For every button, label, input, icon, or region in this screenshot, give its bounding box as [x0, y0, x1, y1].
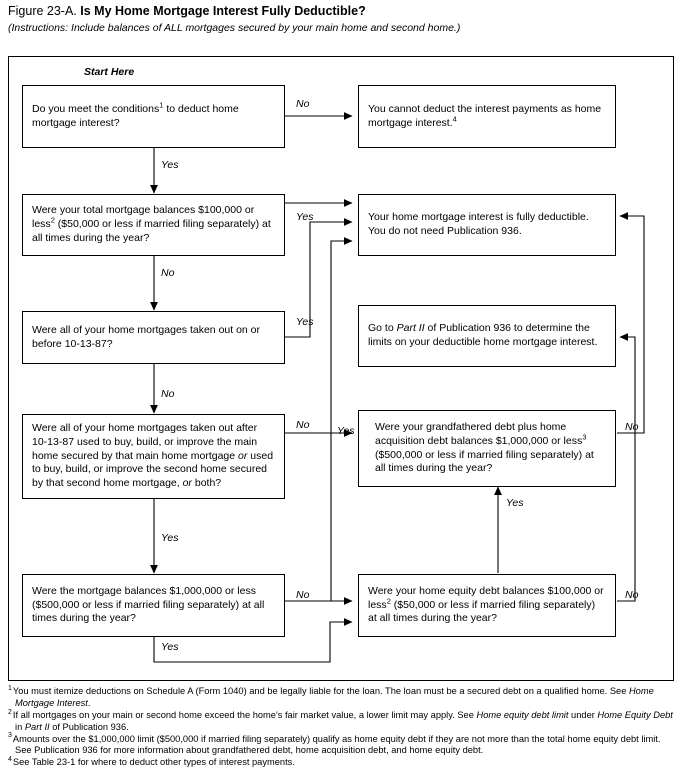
figure-title: Is My Home Mortgage Interest Fully Deduc…	[80, 4, 366, 18]
q4-italic-a: or	[238, 449, 248, 462]
footnote-3: 3Amounts over the $1,000,000 limit ($500…	[8, 732, 676, 758]
footnote-2-italic-c: Part II	[24, 721, 50, 732]
node-go-to-part-ii-result[interactable]: Go to Part II of Publication 936 to dete…	[358, 305, 616, 367]
edge-label-q7-no: No	[625, 589, 639, 601]
edge-label-q3-no: No	[161, 388, 175, 400]
r2-text: Your home mortgage interest is fully ded…	[368, 211, 589, 237]
r3-italic: Part II	[396, 322, 425, 335]
q5-footnote-ref: 3	[582, 432, 587, 442]
footnote-1: 1You must itemize deductions on Schedule…	[8, 684, 676, 710]
footnote-1-italic-a: Home Mortgage Interest	[15, 686, 654, 708]
page-title: Figure 23-A. Is My Home Mortgage Interes…	[8, 4, 674, 18]
edge-label-q1-no: No	[296, 98, 310, 110]
footnote-4-marker: 4	[8, 756, 12, 764]
node-mortgage-balances-question[interactable]: Were the mortgage balances $1,000,000 or…	[22, 574, 285, 637]
q1-text-part2: to deduct home mortgage interest?	[32, 102, 239, 129]
node-buy-build-improve-question[interactable]: Were all of your home mortgages taken ou…	[22, 414, 285, 499]
edge-label-q2-yes: Yes	[296, 211, 314, 223]
edge-label-q5-yes: Yes	[337, 425, 355, 437]
q5-text-part2: ($500,000 or less if married filing sepa…	[375, 448, 594, 475]
edge-label-q5-no: No	[625, 421, 639, 433]
node-grandfathered-acquisition-question[interactable]: Were your grandfathered debt plus home a…	[358, 410, 616, 487]
q7-text-part1: Were your home equity debt balances $100…	[368, 584, 604, 611]
edge-label-q3-yes: Yes	[296, 316, 314, 328]
footnote-2-italic-a: Home equity debt limit	[476, 709, 569, 720]
r3-text-part1: Go to	[368, 322, 397, 335]
r3-text-part2: of Publication 936 to determine the limi…	[368, 322, 598, 348]
edge-label-q7-yes: Yes	[506, 497, 524, 509]
node-fully-deductible-result[interactable]: Your home mortgage interest is fully ded…	[358, 194, 616, 256]
q4-text-c: both?	[191, 477, 222, 490]
q1-footnote-ref: 1	[159, 100, 164, 110]
q4-text-b: used to buy, build, or improve the secon…	[32, 449, 274, 490]
footnote-3-marker: 3	[8, 732, 12, 740]
q6-text: Were the mortgage balances $1,000,000 or…	[32, 584, 265, 625]
r1-text-part1: You cannot deduct the interest payments …	[368, 102, 602, 129]
footnote-2-text-b: under	[568, 709, 598, 720]
edge-label-q4-yes: Yes	[161, 532, 179, 544]
footnote-2-marker: 2	[8, 708, 12, 716]
footnote-4-text-a: See Table 23-1 for where to deduct other…	[12, 757, 295, 768]
footnote-1-text-b: .	[87, 697, 91, 708]
footnote-3-text-a: Amounts over the $1,000,000 limit ($500,…	[12, 733, 661, 756]
q4-text-a: Were all of your home mortgages taken ou…	[32, 421, 258, 462]
edge-label-q4-no: No	[296, 419, 310, 431]
footnote-1-text-a: You must itemize deductions on Schedule …	[12, 686, 629, 696]
edge-label-q6-no: No	[296, 589, 310, 601]
q5-text-part1: Were your grandfathered debt plus home a…	[375, 420, 583, 447]
footnote-2: 2If all mortgages on your main or second…	[8, 708, 676, 734]
node-home-equity-balances-question[interactable]: Were your home equity debt balances $100…	[358, 574, 616, 637]
q2-text-part2: ($50,000 or less if married filing separ…	[32, 218, 271, 244]
footnote-2-italic-b: Home Equity Debt	[597, 709, 673, 720]
node-cannot-deduct-result[interactable]: You cannot deduct the interest payments …	[358, 85, 616, 148]
footnote-2-text-a: If all mortgages on your main or second …	[12, 709, 477, 720]
q7-footnote-ref: 2	[386, 596, 391, 606]
edge-label-q1-yes: Yes	[161, 159, 179, 171]
r1-footnote-ref: 4	[452, 114, 457, 123]
node-before-1987-question[interactable]: Were all of your home mortgages taken ou…	[22, 311, 285, 364]
footnote-2-text-d: of Publication 936.	[49, 721, 129, 732]
footnote-2-text-c: in	[15, 721, 25, 732]
q2-text-part1: Were your total mortgage balances $100,0…	[32, 204, 255, 231]
node-total-balances-question[interactable]: Were your total mortgage balances $100,0…	[22, 194, 285, 256]
q2-footnote-ref: 2	[50, 215, 55, 225]
q1-text-part1: Do you meet the conditions	[32, 102, 160, 115]
footnote-1-marker: 1	[8, 684, 12, 692]
start-here-label: Start Here	[84, 66, 135, 78]
footnotes-section: 1You must itemize deductions on Schedule…	[8, 684, 676, 769]
edge-label-q6-yes: Yes	[161, 641, 179, 653]
footnote-4: 4See Table 23-1 for where to deduct othe…	[8, 756, 676, 769]
q3-text: Were all of your home mortgages taken ou…	[32, 323, 261, 350]
q7-text-part2: ($50,000 or less if married filing separ…	[368, 598, 596, 625]
q4-italic-b: or	[182, 477, 192, 490]
node-conditions-question[interactable]: Do you meet the conditions1 to deduct ho…	[22, 85, 285, 148]
instructions-text: (Instructions: Include balances of ALL m…	[8, 22, 461, 34]
figure-label: Figure 23-A.	[8, 4, 77, 18]
edge-label-q2-no: No	[161, 267, 175, 279]
